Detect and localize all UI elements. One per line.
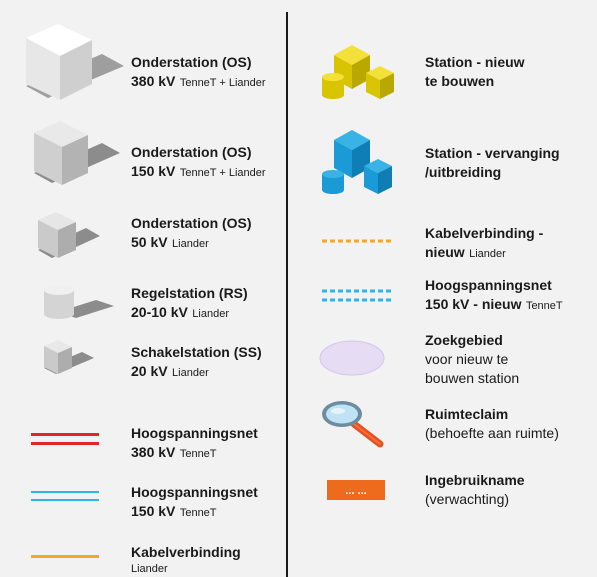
operator-label: TenneT + Liander bbox=[179, 167, 266, 179]
legend-item-line1: Station - vervanging bbox=[425, 145, 560, 161]
legend-item-desc: voor nieuw te bbox=[425, 351, 509, 367]
voltage-label: 20-10 kV bbox=[131, 304, 188, 320]
legend-item-station-vervanging: Station - vervanging /uitbreiding bbox=[425, 144, 560, 182]
legend-item-line2: nieuw bbox=[425, 244, 465, 260]
legend-item-line2: /uitbreiding bbox=[425, 164, 502, 180]
legend-item-kabel: Kabelverbinding Liander bbox=[131, 543, 241, 576]
operator-label: TenneT bbox=[525, 300, 563, 312]
legend-item-kabel-nieuw: Kabelverbinding - nieuw Liander bbox=[425, 224, 543, 264]
legend-item-hs-nieuw: Hoogspanningsnet 150 kV - nieuw TenneT bbox=[425, 276, 563, 316]
legend-item-line1: Kabelverbinding - bbox=[425, 225, 544, 241]
operator-label: Liander bbox=[172, 238, 209, 250]
legend-item-hs-150: Hoogspanningsnet 150 kV TenneT bbox=[131, 483, 258, 523]
badge-text: ... ... bbox=[345, 485, 366, 497]
operator-label: TenneT + Liander bbox=[179, 77, 266, 89]
legend-item-title: Onderstation (OS) bbox=[131, 144, 252, 160]
operator-label: Liander bbox=[172, 367, 209, 379]
legend-item-title: Zoekgebied bbox=[425, 332, 503, 348]
legend-item-desc: bouwen station bbox=[425, 370, 520, 386]
legend-item-title: Ingebruikname bbox=[425, 472, 525, 488]
yellow-station-icon bbox=[318, 25, 408, 105]
voltage-label: 380 kV bbox=[131, 73, 176, 89]
voltage-label: 380 kV bbox=[131, 444, 176, 460]
orange-dotted-line-icon bbox=[322, 239, 394, 243]
orange-line-icon bbox=[31, 555, 101, 561]
cylinder-icon bbox=[42, 282, 122, 322]
small-grey-cube-icon bbox=[34, 208, 114, 268]
legend-item-hs-380: Hoogspanningsnet 380 kV TenneT bbox=[131, 424, 258, 464]
legend-item-title: Hoogspanningsnet bbox=[131, 425, 258, 441]
legend-item-title: Hoogspanningsnet bbox=[131, 484, 258, 500]
lavender-ellipse-icon bbox=[318, 339, 388, 379]
legend-item-line2: te bouwen bbox=[425, 73, 495, 89]
legend-item-os-380: Onderstation (OS) 380 kV TenneT + Liande… bbox=[131, 53, 266, 93]
column-divider bbox=[286, 12, 288, 577]
medium-grey-cube-icon bbox=[28, 117, 128, 197]
legend-item-ss: Schakelstation (SS) 20 kV Liander bbox=[131, 343, 262, 383]
magnifier-icon bbox=[320, 400, 390, 450]
operator-label: Liander bbox=[469, 248, 506, 260]
legend-item-title: Regelstation (RS) bbox=[131, 285, 248, 301]
legend-item-line1: Hoogspanningsnet bbox=[425, 277, 552, 293]
legend-item-title: Onderstation (OS) bbox=[131, 215, 252, 231]
operator-label: Liander bbox=[192, 308, 229, 320]
operator-label: Liander bbox=[131, 563, 168, 575]
voltage-label: 150 kV bbox=[131, 503, 176, 519]
legend-item-title: Schakelstation (SS) bbox=[131, 344, 262, 360]
legend-item-desc: (verwachting) bbox=[425, 491, 510, 507]
orange-badge-icon: ... ... bbox=[327, 480, 387, 502]
legend-item-os-150: Onderstation (OS) 150 kV TenneT + Liande… bbox=[131, 143, 266, 183]
legend-item-zoekgebied: Zoekgebied voor nieuw te bouwen station bbox=[425, 331, 519, 388]
legend-item-ingebruikname: Ingebruikname (verwachting) bbox=[425, 471, 525, 509]
legend-item-title: Onderstation (OS) bbox=[131, 54, 252, 70]
legend-item-title: Kabelverbinding bbox=[131, 544, 241, 560]
voltage-label: 20 kV bbox=[131, 363, 168, 379]
tiny-cube-icon bbox=[42, 338, 112, 383]
blue-station-icon bbox=[318, 122, 408, 202]
legend-item-os-50: Onderstation (OS) 50 kV Liander bbox=[131, 214, 252, 254]
legend-item-desc: (behoefte aan ruimte) bbox=[425, 425, 559, 441]
blue-dotted-double-line-icon bbox=[322, 289, 394, 303]
voltage-label: 150 kV bbox=[131, 163, 176, 179]
legend-item-title: Ruimteclaim bbox=[425, 406, 509, 422]
large-white-cube-icon bbox=[18, 18, 128, 108]
operator-label: TenneT bbox=[179, 507, 217, 519]
legend-item-station-nieuw: Station - nieuw te bouwen bbox=[425, 53, 525, 91]
legend-item-line1: Station - nieuw bbox=[425, 54, 525, 70]
red-double-line-icon bbox=[31, 433, 101, 447]
legend-item-line2: 150 kV - nieuw bbox=[425, 296, 522, 312]
blue-double-line-icon bbox=[31, 491, 101, 505]
voltage-label: 50 kV bbox=[131, 234, 168, 250]
legend-item-ruimteclaim: Ruimteclaim (behoefte aan ruimte) bbox=[425, 405, 559, 443]
legend-item-rs: Regelstation (RS) 20-10 kV Liander bbox=[131, 284, 248, 324]
operator-label: TenneT bbox=[179, 448, 217, 460]
